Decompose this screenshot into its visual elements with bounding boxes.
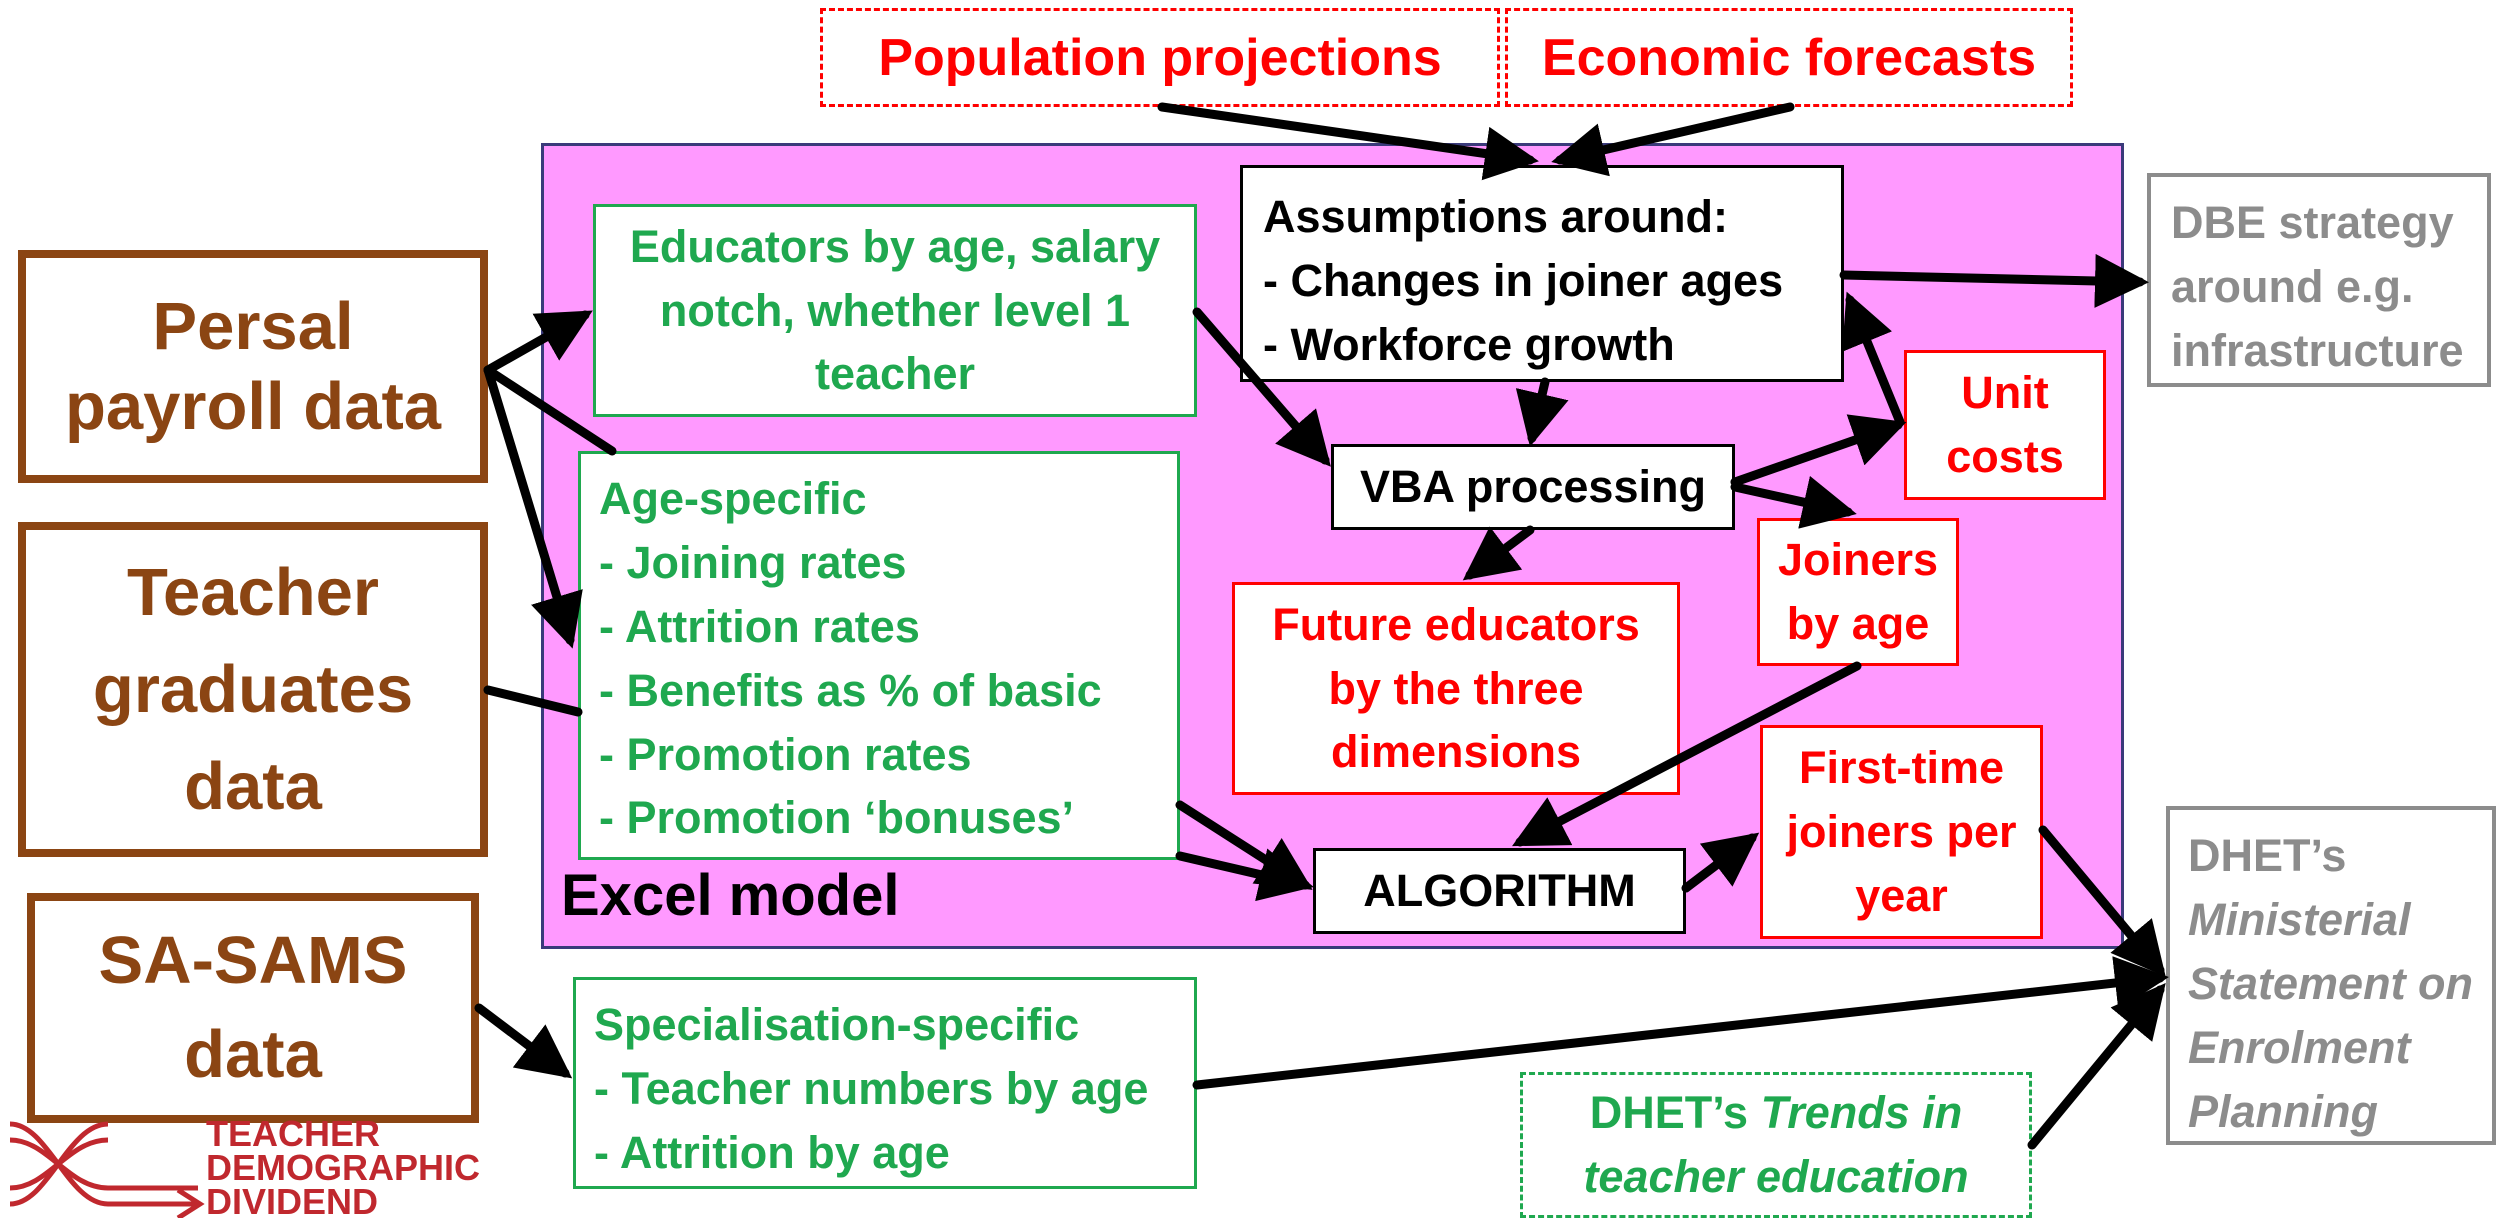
dhet-trends-italic-2: teacher education bbox=[1583, 1151, 1969, 1202]
unit-costs-box: Unit costs bbox=[1904, 350, 2106, 500]
educators-line-3: teacher bbox=[814, 348, 976, 400]
teacher-graduates-source: Teacher graduates data bbox=[18, 522, 488, 857]
vba-processing-label: VBA processing bbox=[1360, 461, 1706, 512]
age-specific-item: - Attrition rates bbox=[599, 600, 920, 652]
assumptions-box: Assumptions around: - Changes in joiner … bbox=[1240, 165, 1844, 382]
arrow-population-to-assumptions bbox=[1157, 102, 1539, 181]
assumptions-heading: Assumptions around: bbox=[1263, 191, 1729, 242]
age-specific-heading: Age-specific bbox=[599, 473, 867, 524]
persal-payroll-source: Persal payroll data bbox=[18, 250, 488, 483]
assumptions-item: - Workforce growth bbox=[1263, 318, 1675, 370]
arrow-algorithm-to-first-time bbox=[1681, 832, 1760, 893]
age-specific-item: - Promotion rates bbox=[599, 728, 972, 780]
arrow-persal-to-educators bbox=[483, 310, 593, 375]
arrow-vba-to-unit-costs bbox=[1730, 414, 1907, 487]
specialisation-specific-box: Specialisation-specific - Teacher number… bbox=[573, 977, 1197, 1189]
graduates-line-2: graduates bbox=[92, 651, 414, 727]
economic-forecasts-label: Economic forecasts bbox=[1541, 28, 2037, 87]
excel-model-label: Excel model bbox=[561, 863, 900, 928]
arrow-joiners-to-algorithm bbox=[1512, 661, 1862, 847]
line-graduates-to-age-specific bbox=[483, 685, 583, 717]
specialisation-item: - Attrition by age bbox=[594, 1126, 950, 1178]
first-time-line-2: joiners per bbox=[1786, 806, 2017, 858]
graduates-line-1: Teacher bbox=[126, 554, 379, 630]
ministerial-line-5: Planning bbox=[2188, 1085, 2378, 1137]
unit-costs-line-1: Unit bbox=[1961, 367, 2049, 419]
arrow-assumptions-to-dbe bbox=[1839, 253, 2149, 308]
line-persal-to-age-specific-top bbox=[483, 365, 617, 456]
algorithm-label: ALGORITHM bbox=[1363, 865, 1636, 916]
teacher-demographic-dividend-logo-icon bbox=[9, 1121, 205, 1218]
economic-forecasts-box: Economic forecasts bbox=[1505, 8, 2073, 107]
assumptions-item: - Changes in joiner ages bbox=[1263, 254, 1784, 306]
dbe-strategy-box: DBE strategy around e.g. infrastructure bbox=[2147, 173, 2491, 387]
dbe-line-2: around e.g. bbox=[2171, 260, 2414, 312]
specialisation-item: - Teacher numbers by age bbox=[594, 1062, 1149, 1114]
joiners-line-2: by age bbox=[1786, 598, 1930, 649]
algorithm-box: ALGORITHM bbox=[1313, 848, 1686, 934]
arrow-assumptions-to-vba bbox=[1515, 377, 1569, 447]
age-specific-item: - Benefits as % of basic bbox=[599, 664, 1102, 716]
arrow-vba-to-future-educators bbox=[1462, 525, 1535, 581]
arrow-persal-to-age-specific bbox=[483, 365, 583, 649]
dhet-trends-prefix: DHET’s bbox=[1589, 1087, 1761, 1139]
arrow-unit-costs-to-assumptions bbox=[1842, 291, 1905, 427]
age-specific-item: - Joining rates bbox=[599, 536, 907, 588]
ministerial-line-3: Statement on bbox=[2188, 957, 2474, 1009]
dhet-trends-box: DHET’s Trends in teacher education bbox=[1520, 1072, 2032, 1218]
sasams-line-2: data bbox=[184, 1017, 322, 1092]
logo-text-teacher: TEACHER bbox=[206, 1113, 381, 1154]
first-time-line-1: First-time bbox=[1798, 742, 2004, 794]
population-projections-label: Population projections bbox=[878, 28, 1442, 87]
ministerial-line-4: Enrolment bbox=[2188, 1021, 2411, 1073]
unit-costs-line-2: costs bbox=[1946, 431, 2064, 482]
educators-line-1: Educators by age, salary bbox=[629, 220, 1161, 272]
future-educators-line-1: Future educators bbox=[1272, 598, 1640, 650]
age-specific-item: - Promotion ‘bonuses’ bbox=[599, 792, 1075, 844]
logo-text-dividend: DIVIDEND bbox=[206, 1181, 379, 1222]
ministerial-line-1: DHET’s bbox=[2188, 830, 2347, 881]
future-educators-box: Future educators by the three dimensions bbox=[1232, 582, 1680, 795]
logo-text-demographic: DEMOGRAPHIC bbox=[206, 1147, 481, 1188]
sa-sams-source: SA-SAMS data bbox=[27, 893, 479, 1123]
arrow-age-specific-bottom-to-algorithm bbox=[1175, 848, 1314, 902]
educators-line-2: notch, whether level 1 bbox=[659, 284, 1131, 336]
age-specific-rates-box: Age-specific - Joining rates - Attrition… bbox=[578, 451, 1180, 860]
joiners-line-1: Joiners bbox=[1777, 534, 1939, 586]
arrow-dhet-trends-to-ministerial bbox=[2027, 983, 2166, 1150]
graduates-line-3: data bbox=[184, 749, 322, 825]
arrow-specialisation-to-ministerial bbox=[1192, 956, 2169, 1090]
specialisation-heading: Specialisation-specific bbox=[594, 999, 1080, 1050]
arrow-educators-to-vba bbox=[1192, 307, 1331, 467]
ministerial-line-2: Ministerial bbox=[2188, 893, 2411, 945]
dhet-ministerial-statement-box: DHET’s Ministerial Statement on Enrolmen… bbox=[2166, 806, 2496, 1145]
first-time-joiners-box: First-time joiners per year bbox=[1760, 725, 2043, 939]
future-educators-line-3: dimensions bbox=[1330, 726, 1582, 778]
persal-line-2: payroll data bbox=[64, 368, 442, 444]
dbe-line-1: DBE strategy bbox=[2171, 197, 2454, 248]
dhet-trends-italic-1: Trends in bbox=[1760, 1087, 1963, 1139]
future-educators-line-2: by the three bbox=[1328, 662, 1584, 714]
educators-by-age-box: Educators by age, salary notch, whether … bbox=[593, 204, 1197, 417]
arrow-vba-to-joiners bbox=[1730, 475, 1857, 529]
first-time-line-3: year bbox=[1855, 869, 1948, 921]
persal-line-1: Persal bbox=[152, 289, 354, 365]
arrow-economic-to-assumptions bbox=[1551, 102, 1795, 177]
arrow-sasams-to-specialisation bbox=[474, 1003, 573, 1079]
dbe-line-3: infrastructure bbox=[2171, 324, 2464, 376]
sasams-line-1: SA-SAMS bbox=[98, 923, 408, 999]
arrow-first-time-to-ministerial bbox=[2038, 825, 2166, 977]
